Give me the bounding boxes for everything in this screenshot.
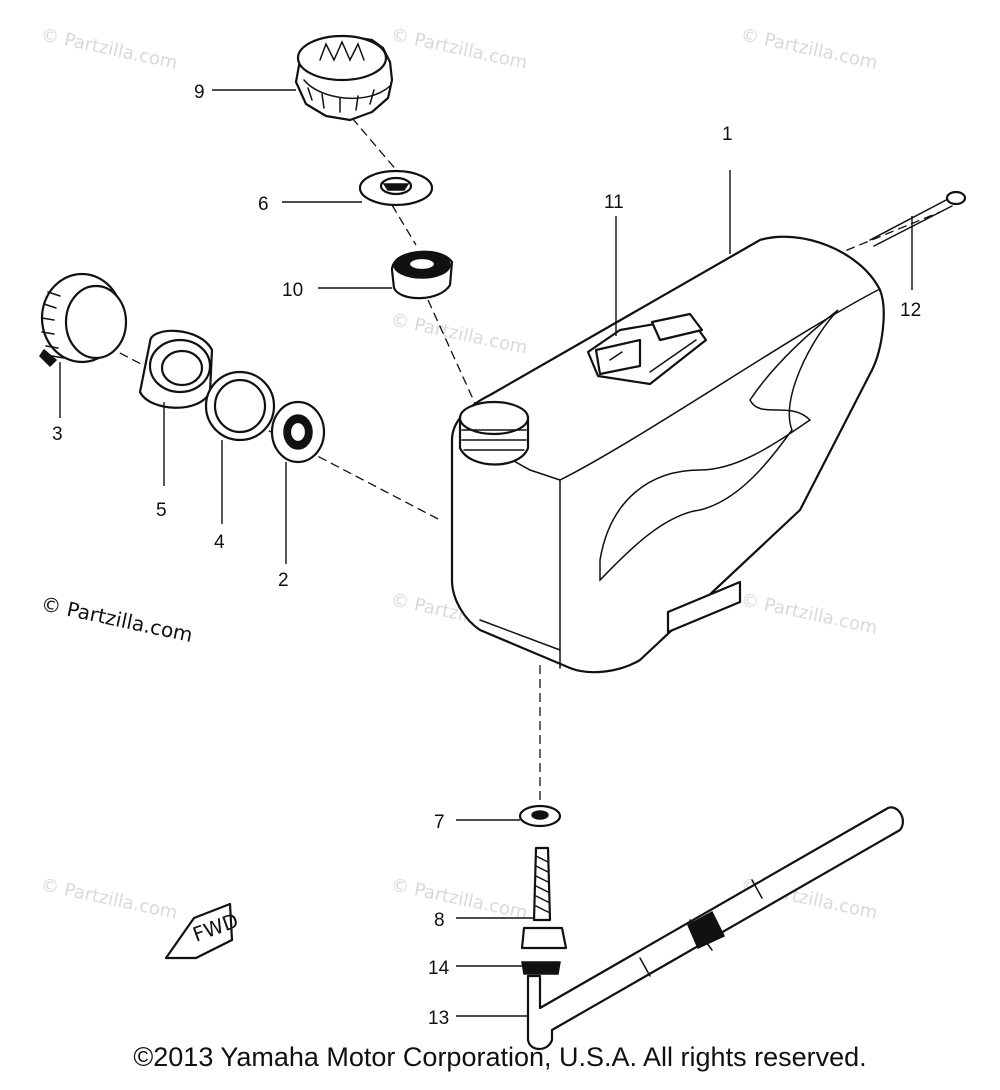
callout-12: 12: [900, 300, 921, 321]
washer: [270, 400, 326, 464]
watermark: © Partzilla.com: [389, 309, 529, 358]
cotter-pin: [869, 190, 967, 247]
callout-1: 1: [722, 124, 733, 145]
drain-washer: [518, 804, 562, 828]
callout-11: 11: [604, 192, 624, 213]
leader-lines: [59, 89, 913, 1017]
callout-14: 14: [428, 958, 450, 979]
watermark: © Partzilla.com: [739, 589, 879, 638]
watermark-prominent: © Partzilla.com: [39, 591, 195, 647]
fuel-tank: [450, 235, 885, 674]
filler-seal: [390, 250, 454, 300]
bushing: [138, 329, 214, 409]
callout-5: 5: [156, 500, 167, 521]
watermark: © Partzilla.com: [739, 24, 879, 73]
o-ring: [204, 370, 276, 442]
callout-2: 2: [278, 570, 289, 591]
threaded-nut: [39, 272, 128, 368]
fuel-filter: [520, 846, 568, 950]
watermark: © Partzilla.com: [389, 874, 529, 923]
tank-clip: [586, 312, 708, 386]
callout-13: 13: [428, 1008, 449, 1029]
callout-7: 7: [434, 812, 445, 833]
callout-9: 9: [194, 82, 205, 103]
watermark: © Partzilla.com: [389, 24, 529, 73]
watermark: © Partzilla.com: [39, 24, 179, 73]
cap-gasket: [358, 169, 434, 207]
fuel-hose: [526, 806, 904, 1051]
callout-8: 8: [434, 910, 445, 931]
fuel-cap: [294, 34, 394, 122]
callout-4: 4: [214, 532, 225, 553]
callout-labels: 1 2 3 4 5 6 7 8 9 10 11 12 13 14: [52, 82, 921, 1029]
copyright-notice: ©2013 Yamaha Motor Corporation, U.S.A. A…: [133, 1042, 867, 1072]
hose-clamp: [521, 961, 561, 975]
callout-10: 10: [282, 280, 303, 301]
forward-indicator: FWD: [164, 902, 242, 960]
watermark: © Partzilla.com: [39, 874, 179, 923]
callout-6: 6: [258, 194, 269, 215]
callout-3: 3: [52, 424, 63, 445]
